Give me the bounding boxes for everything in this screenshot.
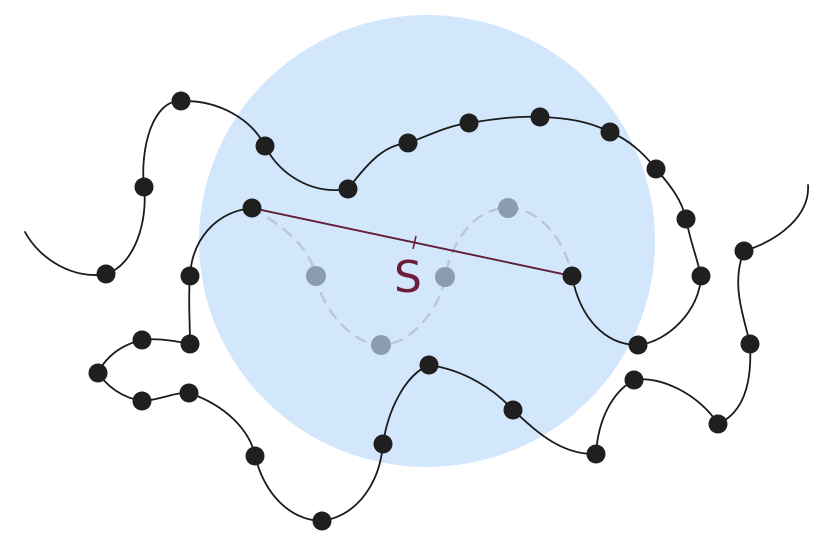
- bead: [96, 264, 116, 284]
- bead: [459, 113, 479, 133]
- hidden-bead: [306, 266, 326, 286]
- bead: [373, 434, 393, 454]
- bead: [624, 370, 644, 390]
- bead: [734, 241, 754, 261]
- bead: [134, 177, 154, 197]
- chain-end-bead: [562, 266, 582, 286]
- chain-end-bead: [242, 198, 262, 218]
- bead: [180, 334, 200, 354]
- bead: [338, 179, 358, 199]
- bead: [600, 122, 620, 142]
- bead: [691, 266, 711, 286]
- bead: [419, 355, 439, 375]
- hidden-bead: [435, 267, 455, 287]
- hidden-bead: [371, 335, 391, 355]
- bead: [255, 136, 275, 156]
- bead: [245, 446, 265, 466]
- hidden-chain-path: [250, 206, 574, 347]
- distance-midpoint-tick: [412, 235, 417, 250]
- bead: [503, 400, 523, 420]
- distance-label: S: [394, 252, 422, 303]
- sphere-region: [199, 15, 655, 467]
- end-to-end-distance-line: [251, 207, 573, 277]
- bead: [676, 209, 696, 229]
- bead: [88, 363, 108, 383]
- bead: [530, 107, 550, 127]
- bead: [628, 335, 648, 355]
- bead: [132, 391, 152, 411]
- bead: [398, 133, 418, 153]
- hidden-beads: [306, 198, 518, 355]
- bead: [740, 334, 760, 354]
- bead: [312, 511, 332, 531]
- bead: [708, 414, 728, 434]
- bead: [179, 383, 199, 403]
- bead: [171, 91, 191, 111]
- bead: [646, 159, 666, 179]
- bead: [180, 266, 200, 286]
- bead: [586, 444, 606, 464]
- bead: [132, 330, 152, 350]
- hidden-bead: [498, 198, 518, 218]
- chain-beads: [88, 91, 760, 531]
